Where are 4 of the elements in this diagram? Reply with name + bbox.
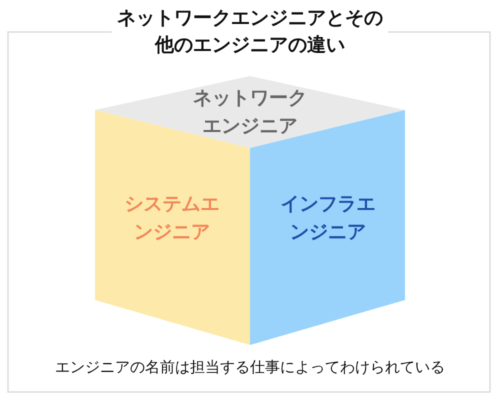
- face-label: ネットワークエンジニア: [192, 86, 308, 139]
- caption: エンジニアの名前は担当する仕事によってわけられている: [54, 357, 446, 378]
- face-label: インフラエンジニア: [280, 192, 376, 245]
- face-label: システムエンジニア: [124, 192, 220, 245]
